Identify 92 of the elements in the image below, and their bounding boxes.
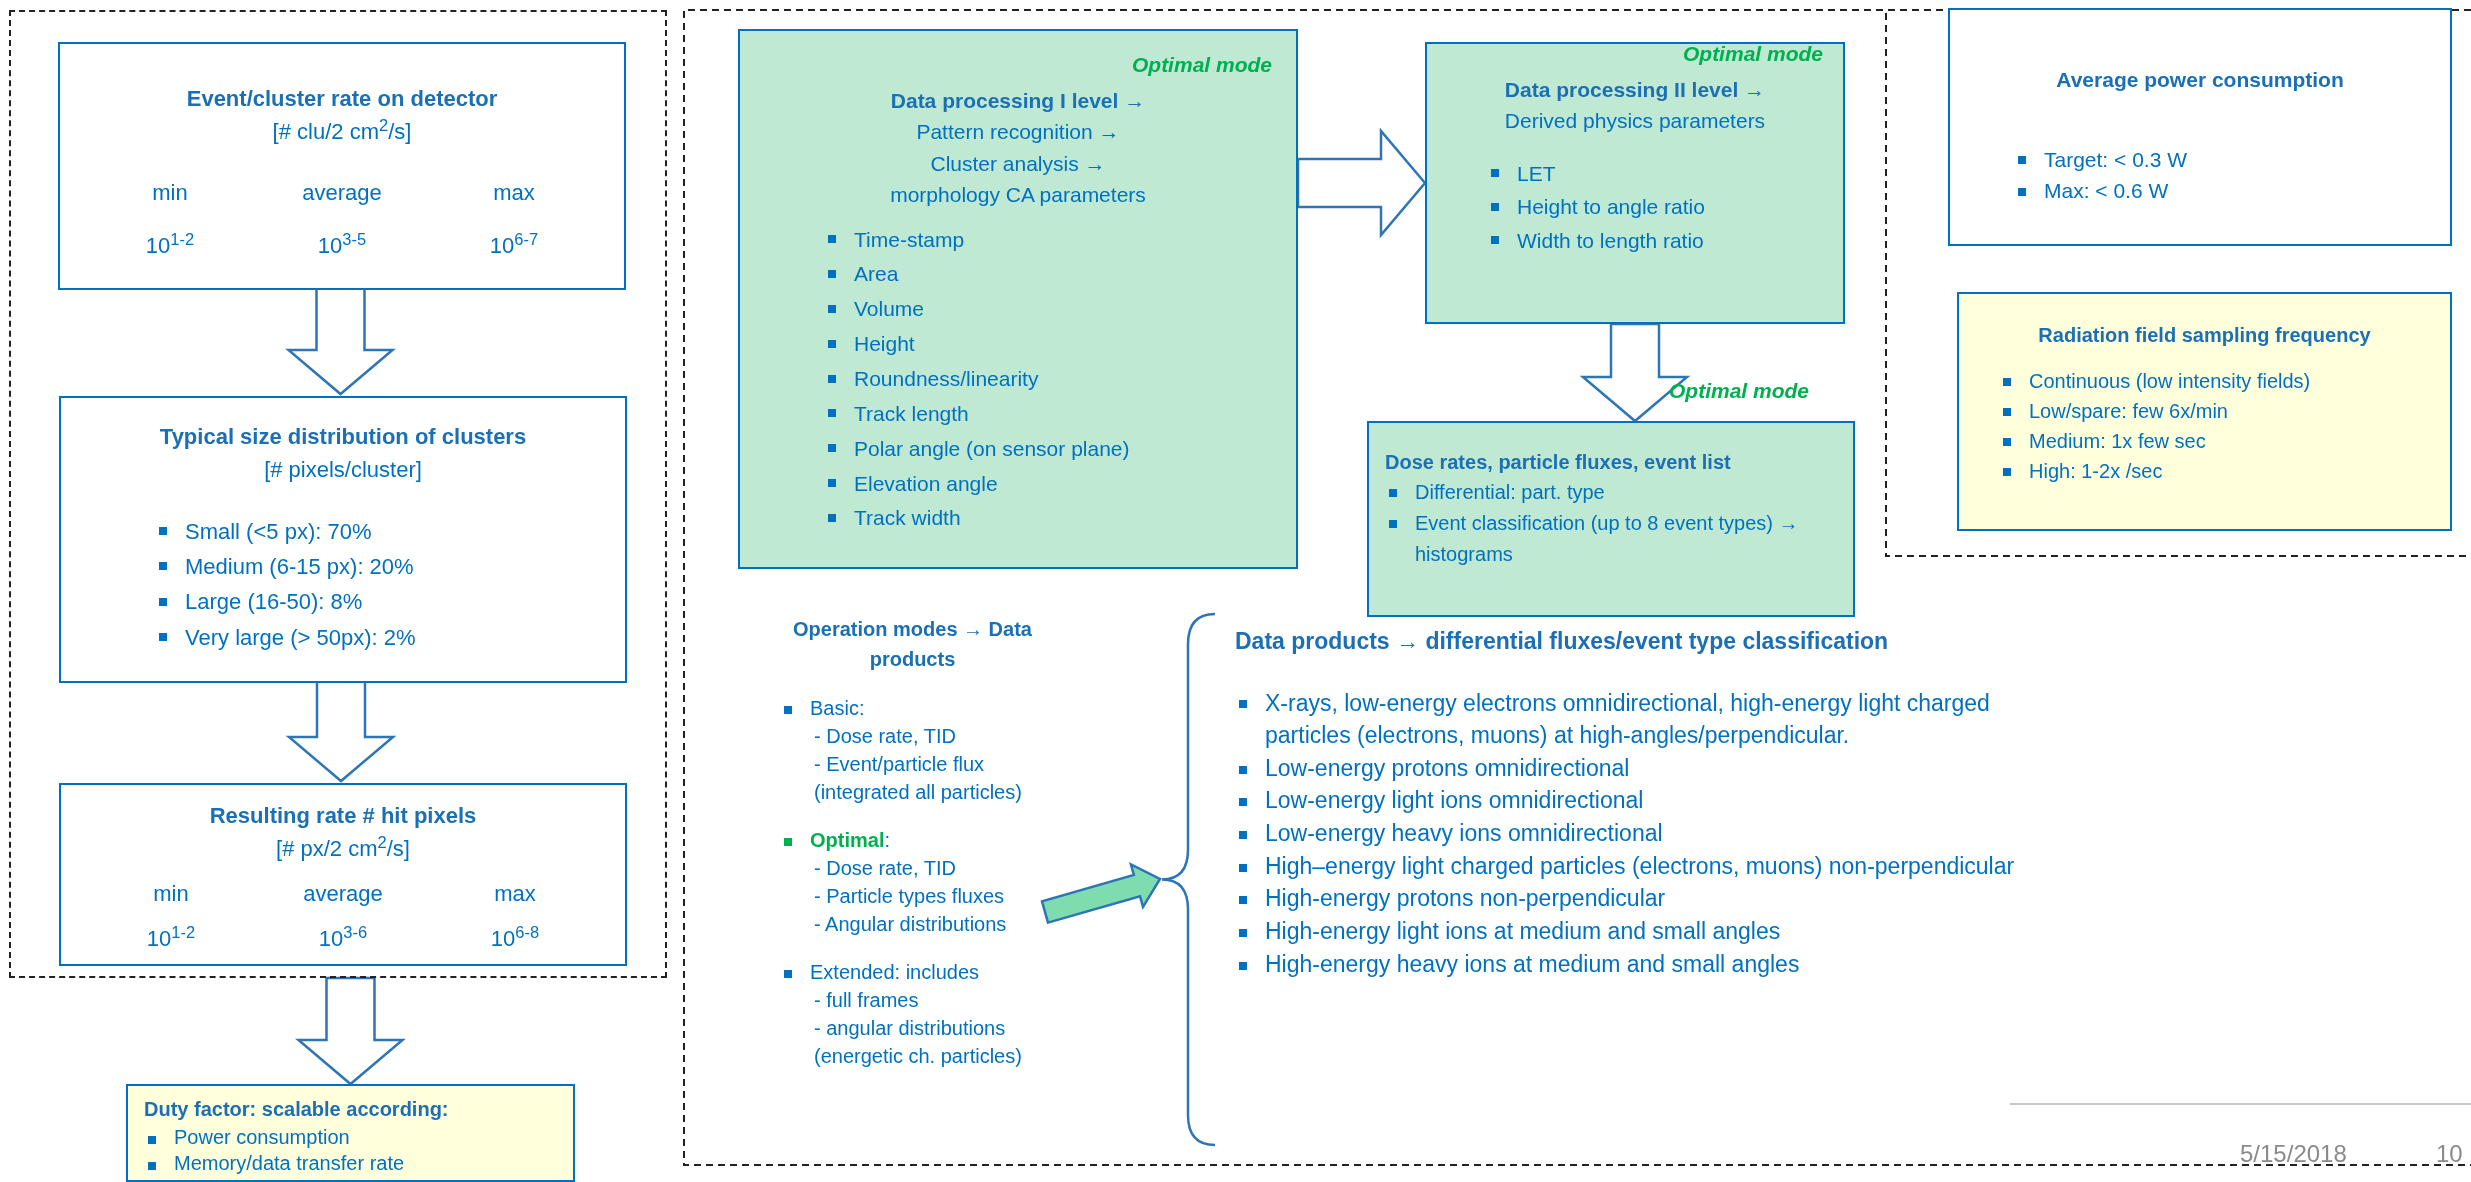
block-arrow	[1579, 322, 1691, 423]
footer-text: 5/15/2018	[2240, 1139, 2347, 1169]
list-item: X-rays, low-energy electrons omnidirectional, high-energy light charged particles (electrons, muons) at high-angles/perpendicular.	[1235, 686, 2015, 752]
box-title: Data processing II level →	[1503, 76, 1767, 103]
list-item: Low-energy light ions omnidirectional	[1235, 784, 2015, 818]
list-item: Extended: includes	[780, 958, 1045, 986]
rate-value: 10$^{1-2}$	[145, 922, 197, 953]
info-box	[59, 396, 627, 683]
list-item: LET	[1487, 156, 1823, 191]
subtitle: morphology CA parameters	[889, 182, 1147, 208]
rate-value: 10$^{6-8}$	[489, 922, 541, 953]
process-box	[738, 29, 1298, 569]
list-item: High: 1-2x /sec	[1999, 456, 2430, 486]
subtitle: [# px/2 cm$^{2}$/s]	[275, 832, 411, 863]
note-box	[126, 1084, 575, 1182]
list-item: High-energy protons non-perpendicular	[1235, 882, 2015, 916]
rate-value: 10$^{3-5}$	[316, 229, 368, 260]
list-item: - Particle types fluxes	[813, 884, 1006, 909]
list-item: Continuous (low intensity fields)	[1999, 366, 2430, 396]
rate-value: 10$^{1-2}$	[144, 229, 196, 260]
block-arrow	[1040, 862, 1162, 925]
footer-text: 10	[2436, 1139, 2463, 1169]
column-header: max	[493, 880, 537, 908]
list-item: Polar angle (on sensor plane)	[824, 431, 1272, 467]
subtitle: [# pixels/cluster]	[263, 456, 423, 484]
mode-label: Optimal mode	[1131, 52, 1272, 78]
list-item: Basic:	[780, 694, 1045, 722]
subtitle: [# clu/2 cm$^{2}$/s]	[271, 115, 413, 146]
list-item: Very large (> 50px): 2%	[155, 619, 601, 655]
box-title: Data products → differential fluxes/event type classification	[1235, 627, 1890, 656]
box-title: Data processing I level →	[889, 87, 1147, 114]
note-box	[1957, 292, 2452, 531]
list-item: Low-energy protons omnidirectional	[1235, 751, 2015, 785]
list-item: High-energy light ions at medium and small angles	[1235, 915, 2015, 948]
column-header: max	[492, 179, 536, 207]
column-header: min	[152, 880, 190, 908]
list-item: Track length	[824, 396, 1272, 432]
box-title: Duty factor: scalable according:	[144, 1097, 450, 1122]
list-item: Time-stamp	[824, 222, 1272, 258]
subtitle: Cluster analysis →	[929, 150, 1107, 177]
list-item: Elevation angle	[824, 466, 1272, 502]
list-item: Volume	[824, 292, 1272, 328]
list-item: Target: < 0.3 W	[2014, 143, 2426, 175]
column-header: average	[301, 179, 383, 207]
list-item: High-energy heavy ions at medium and small angles	[1235, 947, 2015, 981]
box-title: Radiation field sampling frequency	[2037, 323, 2372, 348]
list-item: Medium: 1x few sec	[1999, 426, 2430, 456]
list-item: - Angular distributions	[813, 912, 1008, 937]
subtitle: Pattern recognition →	[915, 119, 1121, 145]
list-item: Event classification (up to 8 event types) → histograms	[1385, 508, 1837, 570]
rate-value: 10$^{3-6}$	[317, 922, 369, 953]
list-item: - full frames	[813, 988, 920, 1013]
list-item: Area	[824, 257, 1272, 293]
list-item: Medium (6-15 px): 20%	[155, 549, 601, 585]
column-header: average	[302, 880, 384, 908]
box-title: Typical size distribution of clusters	[158, 423, 528, 451]
list-item: Optimal:	[780, 826, 1045, 854]
box-title: Operation modes → Data products	[792, 617, 1033, 672]
box-title: Resulting rate # hit pixels	[208, 802, 478, 830]
dashed-group-frame	[9, 10, 667, 978]
info-box	[58, 42, 626, 290]
list-item: Power consumption	[144, 1124, 557, 1150]
list-item: Height	[824, 327, 1272, 362]
info-box	[1948, 8, 2452, 246]
mode-label: Optimal mode	[1669, 378, 1810, 404]
list-item: Low-energy heavy ions omnidirectional	[1235, 817, 2015, 850]
list-item: - Event/particle flux (integrated all particles)	[813, 752, 1023, 805]
subtitle: Derived physics parameters	[1503, 108, 1767, 134]
list-item: Low/spare: few 6x/min	[1999, 396, 2430, 426]
list-item: Differential: part. type	[1385, 477, 1837, 508]
list-item: Track width	[824, 501, 1272, 537]
box-title: Event/cluster rate on detector	[185, 85, 499, 113]
process-box	[1425, 42, 1845, 324]
list-item: High–energy light charged particles (electrons, muons) non-perpendicular	[1235, 849, 2015, 883]
block-arrow	[295, 976, 406, 1086]
column-header: min	[151, 179, 189, 207]
list-item: Small (<5 px): 70%	[155, 514, 601, 550]
list-item: Roundness/linearity	[824, 361, 1272, 397]
block-arrow	[1296, 127, 1427, 239]
rate-value: 10$^{6-7}$	[488, 229, 540, 260]
info-box	[59, 783, 627, 966]
list-item: - Dose rate, TID	[813, 724, 957, 749]
list-item: Width to length ratio	[1487, 223, 1823, 258]
list-item: - angular distributions (energetic ch. particles)	[813, 1016, 1023, 1069]
list-item: Max: < 0.6 W	[2014, 175, 2426, 207]
box-title: Average power consumption	[2055, 67, 2345, 93]
list-item: - Dose rate, TID	[813, 856, 957, 881]
list-item: Height to angle ratio	[1487, 190, 1823, 224]
box-title: Dose rates, particle fluxes, event list	[1385, 450, 1732, 475]
list-item: Large (16-50): 8%	[155, 584, 601, 620]
mode-label: Optimal mode	[1682, 41, 1823, 67]
list-item: Memory/data transfer rate	[144, 1150, 557, 1176]
